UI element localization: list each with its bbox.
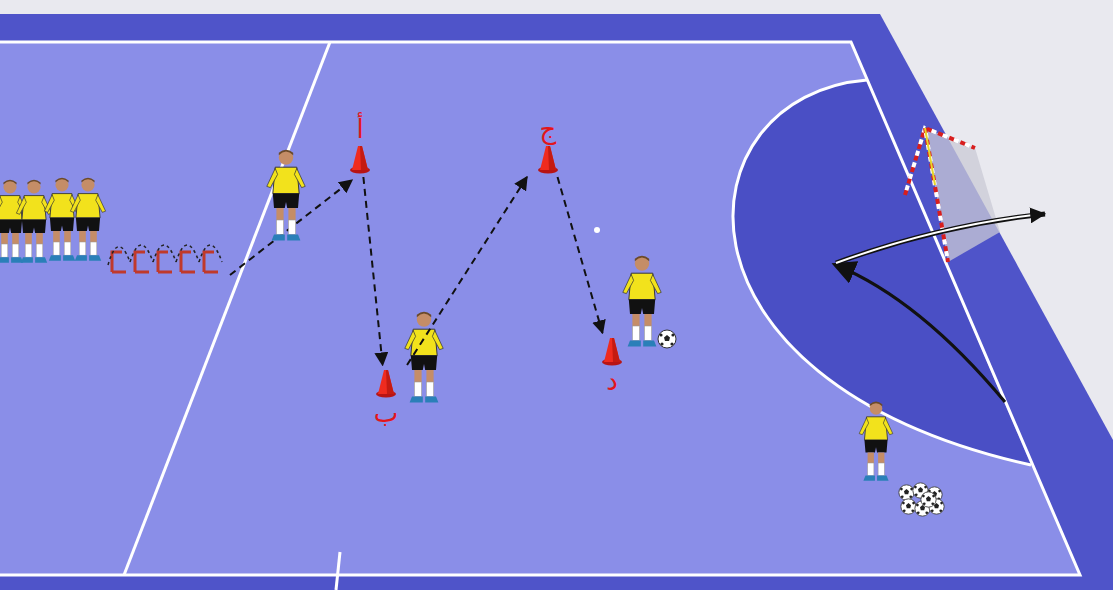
goal-bar <box>925 128 935 185</box>
kicking-player <box>623 256 661 347</box>
running-player <box>267 150 305 241</box>
cone-marker: أ <box>340 114 380 174</box>
goal-net <box>925 128 1000 262</box>
half-line <box>124 42 330 575</box>
waiting-player <box>44 178 79 261</box>
cone-marker: ج <box>528 114 568 174</box>
ball-pile <box>899 483 944 516</box>
goal-post <box>905 128 975 195</box>
center-mark <box>336 552 340 590</box>
cone <box>374 368 398 398</box>
cone-label: ج <box>540 114 557 144</box>
feeding-player <box>859 402 893 481</box>
shot-arrow <box>836 214 1045 263</box>
hop-path <box>108 245 222 265</box>
run-path <box>407 177 527 365</box>
goal-post <box>925 128 948 262</box>
court-band <box>0 14 1113 590</box>
court-surface <box>0 42 1080 575</box>
cone-marker: ب <box>366 368 406 428</box>
waiting-player <box>70 178 105 261</box>
run-path <box>558 177 603 333</box>
cone <box>600 336 624 366</box>
cone <box>348 144 372 174</box>
running-player <box>405 312 443 403</box>
cone <box>536 144 560 174</box>
goal-post <box>925 128 948 262</box>
ball <box>658 330 676 348</box>
ball-dot <box>594 227 600 233</box>
cone-label: ب <box>374 398 398 428</box>
shot-arrow <box>836 214 1043 263</box>
waiting-player <box>16 180 51 263</box>
cone-marker: د <box>592 336 632 396</box>
cone-label: أ <box>356 114 363 144</box>
goal-post <box>905 128 975 195</box>
court-line <box>0 42 1080 575</box>
run-path <box>363 177 382 365</box>
cone-label: د <box>606 366 618 396</box>
pass-arrow <box>836 265 1005 402</box>
